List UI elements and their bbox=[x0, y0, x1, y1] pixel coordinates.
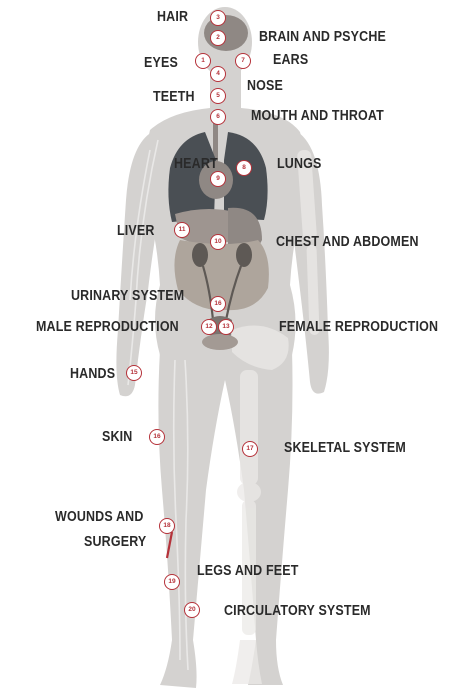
label-legs-and-feet: LEGS AND FEET bbox=[197, 563, 299, 579]
marker-13[interactable]: 13 bbox=[218, 319, 234, 335]
label-chest-and-abdomen: CHEST AND ABDOMEN bbox=[276, 234, 419, 250]
wound-mark bbox=[165, 531, 174, 559]
trachea bbox=[213, 112, 218, 162]
label-heart: HEART bbox=[174, 156, 218, 172]
marker-8[interactable]: 8 bbox=[236, 160, 252, 176]
label-urinary-system: URINARY SYSTEM bbox=[71, 288, 185, 304]
vessel-lines bbox=[127, 139, 189, 671]
label-teeth: TEETH bbox=[153, 89, 195, 105]
label-liver: LIVER bbox=[117, 223, 155, 239]
label-surgery: SURGERY bbox=[84, 534, 147, 550]
label-mouth-and-throat: MOUTH AND THROAT bbox=[251, 108, 384, 124]
marker-11[interactable]: 11 bbox=[174, 222, 190, 238]
marker-16[interactable]: 16 bbox=[210, 296, 226, 312]
label-nose: NOSE bbox=[247, 78, 284, 94]
marker-20[interactable]: 20 bbox=[184, 602, 200, 618]
label-skin: SKIN bbox=[102, 429, 133, 445]
label-male-reproduction: MALE REPRODUCTION bbox=[36, 319, 179, 335]
marker-17[interactable]: 17 bbox=[242, 441, 258, 457]
marker-1[interactable]: 1 bbox=[195, 53, 211, 69]
marker-15[interactable]: 15 bbox=[126, 365, 142, 381]
label-female-reproduction: FEMALE REPRODUCTION bbox=[279, 319, 439, 335]
marker-16-skin[interactable]: 16 bbox=[149, 429, 165, 445]
right-lung-shape bbox=[224, 132, 268, 220]
marker-2[interactable]: 2 bbox=[210, 30, 226, 46]
marker-10[interactable]: 10 bbox=[210, 234, 226, 250]
ureters bbox=[201, 265, 243, 321]
marker-4[interactable]: 4 bbox=[210, 66, 226, 82]
marker-9[interactable]: 9 bbox=[210, 171, 226, 187]
marker-5[interactable]: 5 bbox=[210, 88, 226, 104]
label-wounds-and: WOUNDS AND bbox=[55, 509, 144, 525]
label-eyes: EYES bbox=[144, 55, 178, 71]
kidney-right-shape bbox=[236, 243, 252, 267]
reproductive-shape bbox=[202, 334, 238, 350]
marker-6[interactable]: 6 bbox=[210, 109, 226, 125]
label-hands: HANDS bbox=[70, 366, 116, 382]
label-ears: EARS bbox=[273, 52, 309, 68]
marker-18[interactable]: 18 bbox=[159, 518, 175, 534]
left-lung-shape bbox=[168, 132, 216, 222]
label-lungs: LUNGS bbox=[277, 156, 322, 172]
skeleton-overlay bbox=[232, 150, 320, 684]
label-hair: HAIR bbox=[157, 9, 189, 25]
marker-7[interactable]: 7 bbox=[235, 53, 251, 69]
marker-19[interactable]: 19 bbox=[164, 574, 180, 590]
marker-3[interactable]: 3 bbox=[210, 10, 226, 26]
label-circulatory-system: CIRCULATORY SYSTEM bbox=[224, 603, 371, 619]
label-brain-and-psyche: BRAIN AND PSYCHE bbox=[259, 29, 387, 45]
label-skeletal-system: SKELETAL SYSTEM bbox=[284, 440, 406, 456]
marker-12[interactable]: 12 bbox=[201, 319, 217, 335]
kidney-left-shape bbox=[192, 243, 208, 267]
